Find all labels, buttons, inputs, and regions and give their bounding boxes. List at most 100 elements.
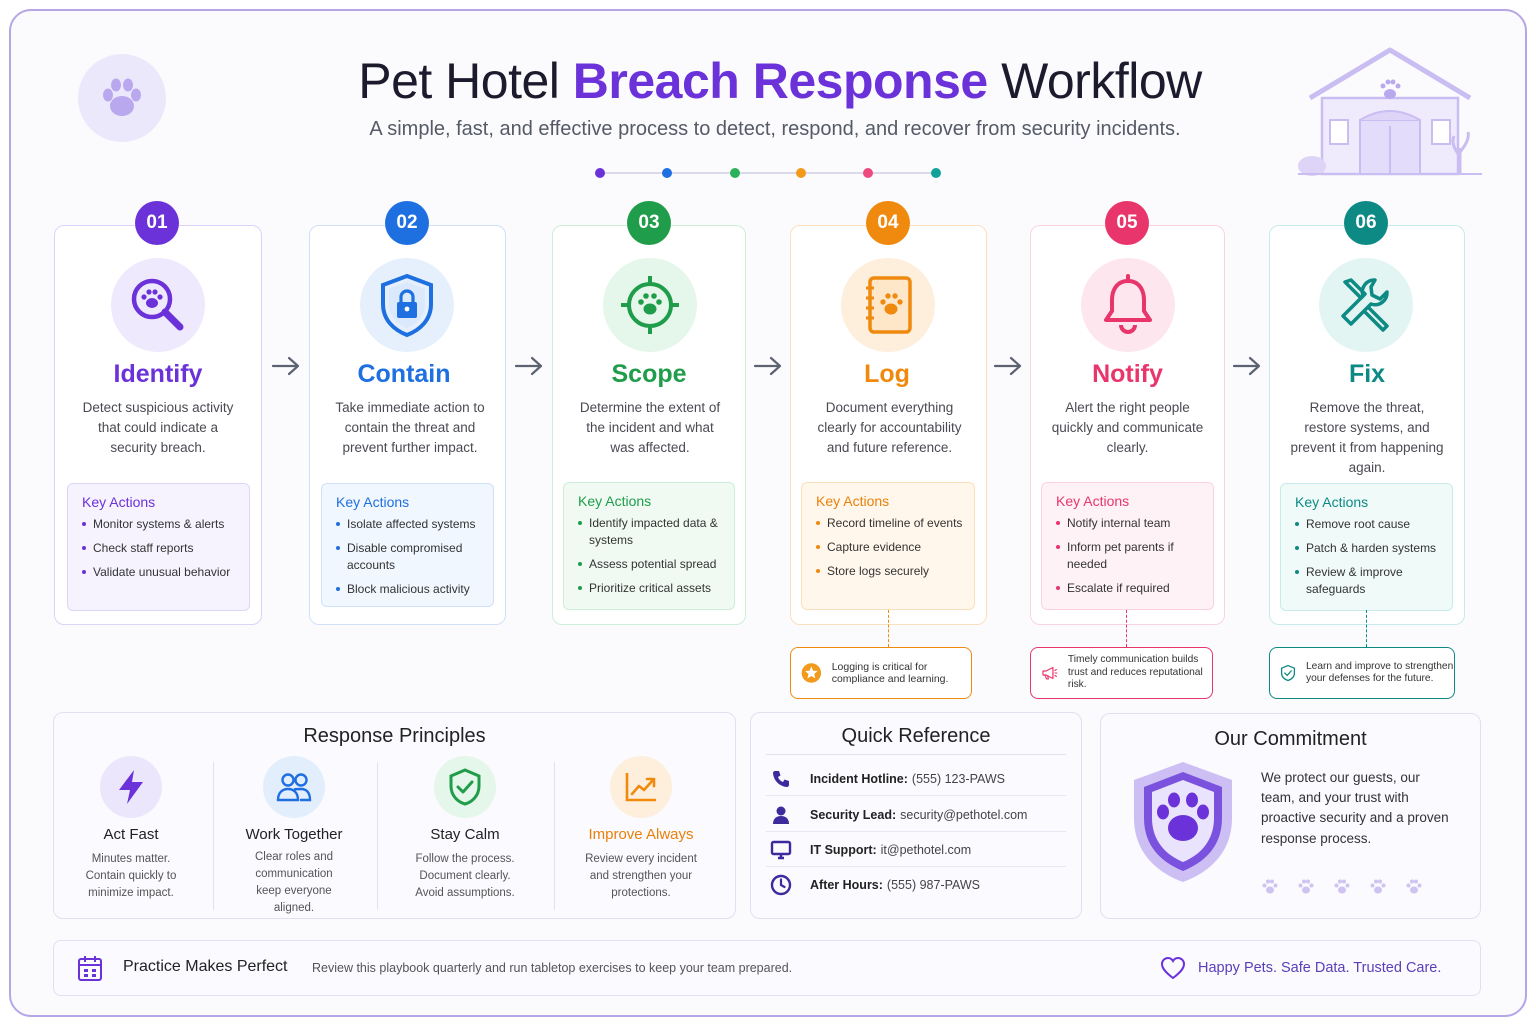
step-number: 06: [1344, 201, 1388, 245]
person-icon: [766, 805, 796, 825]
star-badge-icon: [801, 663, 822, 683]
shield-paw-icon: [1128, 758, 1238, 886]
step-description: Document everything clearly for accounta…: [817, 400, 962, 455]
footer-tagline: Happy Pets. Safe Data. Trusted Care.: [1198, 960, 1442, 976]
principle-stay-calm: Stay Calm Follow the process. Document c…: [390, 756, 540, 902]
step-title: Fix: [1348, 360, 1386, 388]
key-action-item: Notify internal team: [1056, 515, 1203, 532]
note-fix: Learn and improve to strengthen your def…: [1269, 647, 1455, 699]
quick-reference-panel: Quick Reference: [750, 712, 1082, 919]
key-action-item: Record timeline of events: [816, 515, 964, 532]
arrow-right-icon: [514, 356, 543, 376]
footer-title: Practice Makes Perfect: [123, 958, 288, 975]
paw-print-icon: [1298, 879, 1314, 894]
crosshair-paw-icon: [603, 258, 697, 352]
magnifier-paw-icon: [111, 258, 205, 352]
divider: [377, 762, 378, 910]
quick-ref-label: After Hours:: [810, 878, 883, 892]
monitor-icon: [766, 840, 796, 860]
step-number: 01: [135, 201, 179, 245]
key-action-item: Prioritize critical assets: [578, 580, 724, 597]
quick-ref-value: it@pethotel.com: [880, 842, 972, 857]
footer-text: Review this playbook quarterly and run t…: [312, 961, 793, 975]
arrow-right-icon: [753, 356, 782, 376]
step-title: Log: [864, 360, 910, 388]
divider: [554, 762, 555, 910]
paw-print-icon: [1406, 879, 1422, 894]
quick-ref-label: IT Support:: [810, 842, 877, 857]
page-title: Pet Hotel Breach Response Workflow: [358, 53, 1202, 109]
quick-ref-value: (555) 987-PAWS: [886, 878, 981, 892]
principle-title: Act Fast: [103, 826, 159, 843]
page-subtitle: A simple, fast, and effective process to…: [369, 118, 1181, 140]
quick-ref-row-after-hours: After Hours:(555) 987-PAWS: [766, 868, 1066, 902]
note-log: Logging is critical for compliance and l…: [790, 647, 972, 699]
quick-ref-label: Security Lead:: [810, 807, 897, 822]
step-title: Identify: [113, 360, 203, 388]
phone-icon: [766, 769, 796, 789]
panel-title: Quick Reference: [841, 725, 991, 747]
calendar-icon: [77, 954, 103, 987]
shield-lock-icon: [360, 258, 454, 352]
principle-act-fast: Act Fast Minutes matter. Contain quickly…: [56, 756, 206, 902]
principle-title: Work Together: [245, 826, 343, 843]
key-action-item: Escalate if required: [1056, 580, 1203, 597]
key-actions-title: Key Actions: [82, 494, 156, 510]
quick-ref-label: Incident Hotline:: [810, 771, 908, 786]
note-notify: Timely communication builds trust and re…: [1030, 647, 1213, 699]
key-action-item: Capture evidence: [816, 539, 964, 556]
key-actions-box: Key Actions Identify impacted data & sys…: [563, 482, 735, 610]
step-title: Contain: [357, 360, 451, 388]
commitment-panel: Our Commitment: [1100, 713, 1481, 919]
pet-hotel-house-icon: [1290, 40, 1490, 180]
arrow-right-icon: [1232, 356, 1261, 376]
step-description: Alert the right people quickly and commu…: [1051, 400, 1204, 455]
key-action-item: Review & improve safeguards: [1295, 564, 1442, 598]
quick-ref-row-it-support: IT Support:it@pethotel.com: [766, 833, 1066, 867]
step-description: Determine the extent of the incident and…: [579, 400, 721, 455]
key-action-item: Isolate affected systems: [336, 516, 483, 533]
quick-ref-row-hotline: Incident Hotline:(555) 123-PAWS: [766, 762, 1066, 796]
panel-title: Response Principles: [303, 725, 486, 747]
note-connector: [1126, 610, 1127, 647]
quick-ref-value: security@pethotel.com: [900, 807, 1028, 822]
lightning-icon: [100, 756, 162, 818]
key-actions-title: Key Actions: [816, 493, 890, 509]
key-action-item: Monitor systems & alerts: [82, 516, 239, 533]
key-action-item: Assess potential spread: [578, 556, 724, 573]
key-action-item: Block malicious activity: [336, 581, 483, 598]
key-actions-box: Key Actions Notify internal team Inform …: [1041, 482, 1214, 610]
paw-print-icon: [1262, 879, 1278, 894]
team-icon: [263, 756, 325, 818]
key-actions-title: Key Actions: [336, 494, 410, 510]
key-actions-title: Key Actions: [1295, 494, 1369, 510]
key-action-item: Store logs securely: [816, 563, 964, 580]
paw-logo-icon: [78, 54, 166, 142]
key-action-item: Inform pet parents if needed: [1056, 539, 1203, 573]
bell-icon: [1081, 258, 1175, 352]
principle-desc: Minutes matter. Contain quickly to minim…: [85, 853, 177, 899]
divider: [213, 762, 214, 910]
note-text: Learn and improve to strengthen your def…: [1306, 660, 1454, 685]
key-action-item: Validate unusual behavior: [82, 564, 239, 581]
paw-prints-row: [1261, 878, 1431, 896]
key-actions-box: Key Actions Record timeline of events Ca…: [801, 482, 975, 610]
principle-desc: Clear roles and communication keep every…: [255, 851, 333, 914]
quick-ref-row-security-lead: Security Lead:security@pethotel.com: [766, 798, 1066, 832]
arrow-right-icon: [993, 356, 1022, 376]
clock-icon: [766, 874, 796, 896]
key-actions-box: Key Actions Remove root cause Patch & ha…: [1280, 483, 1453, 611]
footer-bar: [53, 940, 1481, 996]
step-description: Detect suspicious activity that could in…: [82, 400, 234, 455]
commitment-text: We protect our guests, our team, and you…: [1261, 770, 1449, 846]
arrow-right-icon: [271, 356, 300, 376]
response-principles-panel: Response Principles: [53, 712, 736, 919]
key-action-item: Disable compromised accounts: [336, 540, 483, 574]
step-number: 04: [866, 201, 910, 245]
notebook-paw-icon: [841, 258, 935, 352]
megaphone-icon: [1042, 666, 1058, 680]
note-connector: [1366, 610, 1367, 647]
key-action-item: Check staff reports: [82, 540, 239, 557]
principle-desc: Follow the process. Document clearly. Av…: [415, 853, 515, 899]
quick-ref-value: (555) 123-PAWS: [911, 771, 1006, 786]
